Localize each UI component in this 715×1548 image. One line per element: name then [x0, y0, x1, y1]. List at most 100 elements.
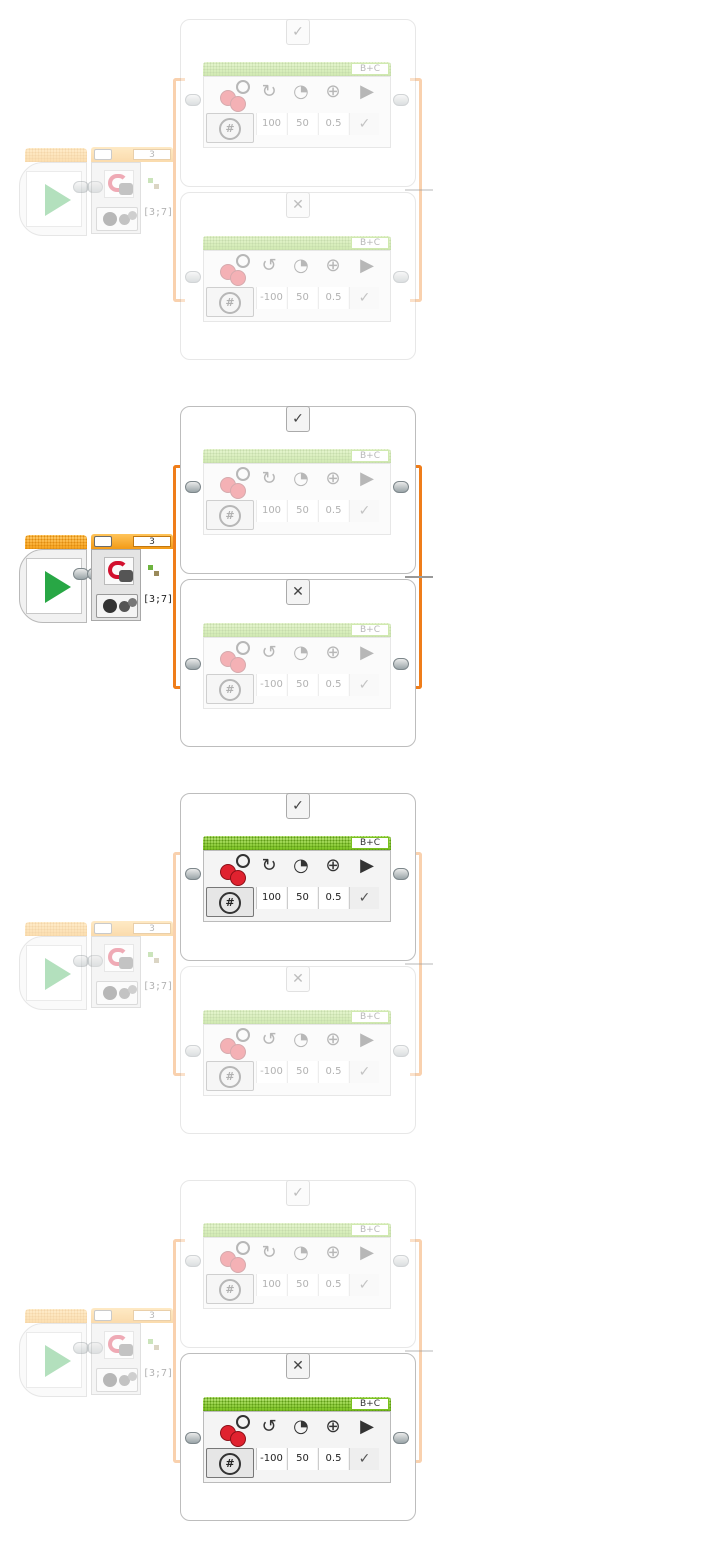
false-case-tab[interactable]: ✕	[286, 579, 310, 605]
false-case-plug-out[interactable]	[393, 658, 409, 670]
switch-mode-icon[interactable]	[94, 1310, 112, 1321]
true-case-container[interactable]: ✓	[180, 19, 416, 187]
steering-input[interactable]: 100	[256, 887, 286, 909]
rotations-mode-button[interactable]: #	[206, 674, 254, 704]
power-input[interactable]: 50	[287, 887, 317, 909]
brake-checkbox[interactable]: ✓	[349, 113, 379, 135]
switch-port-selector[interactable]: 3	[133, 1310, 171, 1321]
move-steering-block-false[interactable]: B+C # ↺ ◔ ⊕ ▶ -100 50 0.5	[203, 1397, 391, 1483]
rotations-mode-button[interactable]: #	[206, 113, 254, 143]
true-case-plug-in[interactable]	[185, 481, 201, 493]
compare-icon[interactable]	[96, 594, 138, 618]
switch-mode-icon[interactable]	[94, 536, 112, 547]
false-case-plug-in[interactable]	[185, 1045, 201, 1057]
switch-block-header[interactable]: 3	[91, 534, 173, 549]
false-case-tab[interactable]: ✕	[286, 1353, 310, 1379]
rotations-mode-button[interactable]: #	[206, 1448, 254, 1478]
brake-checkbox[interactable]: ✓	[349, 887, 379, 909]
true-case-plug-out[interactable]	[393, 94, 409, 106]
compare-value-input[interactable]: [3;7]	[143, 1368, 174, 1379]
compare-value-input[interactable]: [3;7]	[143, 594, 174, 605]
switch-mode-icon[interactable]	[94, 923, 112, 934]
move-block-header[interactable]: B+C	[203, 62, 391, 76]
false-case-plug-in[interactable]	[185, 271, 201, 283]
compare-icon[interactable]	[96, 981, 138, 1005]
start-block[interactable]	[19, 1309, 87, 1397]
false-case-plug-out[interactable]	[393, 1432, 409, 1444]
rotations-input[interactable]: 0.5	[318, 1448, 348, 1470]
power-input[interactable]: 50	[287, 1274, 317, 1296]
switch-block-body[interactable]	[91, 936, 141, 1008]
true-case-plug-out[interactable]	[393, 481, 409, 493]
rotations-input[interactable]: 0.5	[318, 500, 348, 522]
true-case-plug-in[interactable]	[185, 868, 201, 880]
start-block[interactable]	[19, 922, 87, 1010]
true-case-tab[interactable]: ✓	[286, 1180, 310, 1206]
rotations-mode-button[interactable]: #	[206, 287, 254, 317]
switch-port-selector[interactable]: 3	[133, 923, 171, 934]
brake-checkbox[interactable]: ✓	[349, 1448, 379, 1470]
true-case-tab[interactable]: ✓	[286, 19, 310, 45]
true-case-plug-in[interactable]	[185, 1255, 201, 1267]
brake-checkbox[interactable]: ✓	[349, 1061, 379, 1083]
true-case-tab[interactable]: ✓	[286, 406, 310, 432]
move-steering-block-true[interactable]: B+C # ↻ ◔ ⊕ ▶ 100 50 0.5	[203, 1223, 391, 1309]
rotations-input[interactable]: 0.5	[318, 1061, 348, 1083]
true-case-container[interactable]: ✓	[180, 1180, 416, 1348]
false-case-container[interactable]: ✕	[180, 966, 416, 1134]
switch-port-selector[interactable]: 3	[133, 149, 171, 160]
power-input[interactable]: 50	[287, 287, 317, 309]
motor-ports-selector[interactable]: B+C	[351, 450, 389, 462]
move-block-header[interactable]: B+C	[203, 1223, 391, 1237]
move-block-header[interactable]: B+C	[203, 623, 391, 637]
move-block-header[interactable]: B+C	[203, 836, 391, 850]
rotations-mode-button[interactable]: #	[206, 887, 254, 917]
compare-icon[interactable]	[96, 207, 138, 231]
motor-ports-selector[interactable]: B+C	[351, 624, 389, 636]
switch-block-body[interactable]	[91, 549, 141, 621]
rotations-input[interactable]: 0.5	[318, 887, 348, 909]
motor-ports-selector[interactable]: B+C	[351, 237, 389, 249]
steering-input[interactable]: -100	[256, 287, 286, 309]
brake-checkbox[interactable]: ✓	[349, 1274, 379, 1296]
move-steering-block-true[interactable]: B+C # ↻ ◔ ⊕ ▶ 100 50 0.5	[203, 449, 391, 535]
steering-input[interactable]: 100	[256, 113, 286, 135]
switch-block-header[interactable]: 3	[91, 147, 173, 162]
start-block[interactable]	[19, 148, 87, 236]
true-case-plug-out[interactable]	[393, 1255, 409, 1267]
rotations-mode-button[interactable]: #	[206, 1061, 254, 1091]
motor-ports-selector[interactable]: B+C	[351, 1224, 389, 1236]
rotations-mode-button[interactable]: #	[206, 1274, 254, 1304]
power-input[interactable]: 50	[287, 1448, 317, 1470]
switch-block-header[interactable]: 3	[91, 1308, 173, 1323]
rotations-input[interactable]: 0.5	[318, 1274, 348, 1296]
sequence-plug-in[interactable]	[87, 181, 103, 193]
compare-icon[interactable]	[96, 1368, 138, 1392]
sequence-plug-in[interactable]	[87, 955, 103, 967]
rotations-input[interactable]: 0.5	[318, 287, 348, 309]
power-input[interactable]: 50	[287, 113, 317, 135]
true-case-container[interactable]: ✓	[180, 406, 416, 574]
true-case-plug-out[interactable]	[393, 868, 409, 880]
steering-input[interactable]: -100	[256, 1061, 286, 1083]
move-steering-block-false[interactable]: B+C # ↺ ◔ ⊕ ▶ -100 50 0.5	[203, 623, 391, 709]
false-case-container[interactable]: ✕	[180, 579, 416, 747]
power-input[interactable]: 50	[287, 674, 317, 696]
move-steering-block-false[interactable]: B+C # ↺ ◔ ⊕ ▶ -100 50 0.5	[203, 236, 391, 322]
motor-ports-selector[interactable]: B+C	[351, 1398, 389, 1410]
steering-input[interactable]: -100	[256, 674, 286, 696]
false-case-plug-in[interactable]	[185, 658, 201, 670]
brake-checkbox[interactable]: ✓	[349, 287, 379, 309]
false-case-tab[interactable]: ✕	[286, 192, 310, 218]
move-block-header[interactable]: B+C	[203, 449, 391, 463]
switch-block-body[interactable]	[91, 162, 141, 234]
steering-input[interactable]: 100	[256, 500, 286, 522]
power-input[interactable]: 50	[287, 1061, 317, 1083]
sequence-plug-in[interactable]	[87, 1342, 103, 1354]
motor-ports-selector[interactable]: B+C	[351, 1011, 389, 1023]
true-case-tab[interactable]: ✓	[286, 793, 310, 819]
false-case-plug-in[interactable]	[185, 1432, 201, 1444]
motor-ports-selector[interactable]: B+C	[351, 837, 389, 849]
brake-checkbox[interactable]: ✓	[349, 674, 379, 696]
compare-value-input[interactable]: [3;7]	[143, 207, 174, 218]
